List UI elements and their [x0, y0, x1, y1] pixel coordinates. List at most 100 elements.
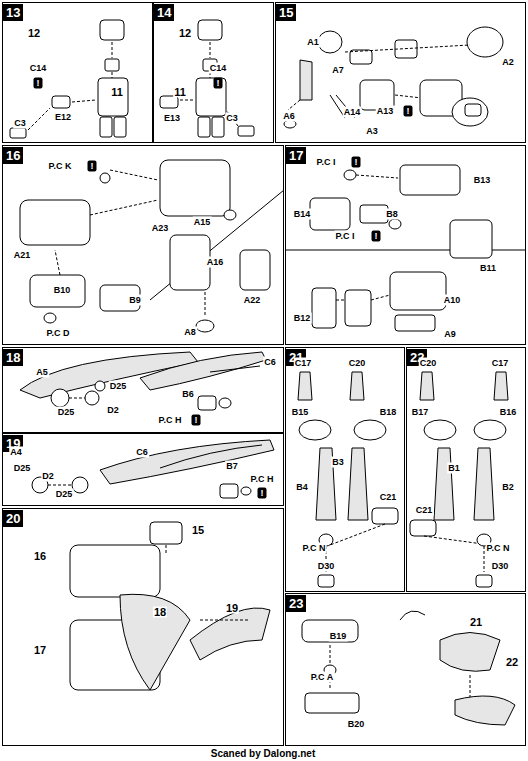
part-outline [434, 448, 454, 520]
part-callout: A16 [206, 257, 225, 268]
part-outline [336, 300, 345, 301]
part-callout: C21 [415, 505, 434, 516]
part-outline [28, 108, 50, 130]
part-outline [474, 448, 494, 520]
step-panel: 15 [275, 2, 526, 143]
part-callout: A21 [13, 250, 32, 261]
part-callout: D30 [491, 561, 510, 572]
part-callout: A10 [443, 295, 462, 306]
part-callout: B2 [501, 482, 515, 493]
part-callout: A1 [306, 37, 320, 48]
part-callout: C3 [225, 113, 239, 124]
part-outline [219, 398, 231, 408]
part-callout: B13 [473, 175, 492, 186]
part-outline [70, 545, 160, 597]
part-outline [470, 675, 471, 700]
part-outline [360, 205, 388, 223]
part-callout: P.C N [302, 543, 327, 554]
part-callout: B10 [53, 285, 72, 296]
part-outline [226, 110, 238, 126]
step-ref-number: 16 [33, 551, 47, 562]
part-callout: A8 [183, 327, 197, 338]
part-outline [196, 78, 226, 116]
part-callout: B16 [499, 407, 518, 418]
step-panel: 16 [2, 145, 284, 345]
part-outline [150, 522, 182, 544]
part-outline [160, 96, 178, 108]
step-ref-number: 17 [33, 645, 47, 656]
step-panel: 23 [285, 593, 526, 746]
part-outline [300, 60, 312, 100]
part-callout: E12 [54, 112, 72, 123]
part-outline [345, 45, 470, 52]
step-ref-number: 21 [469, 617, 483, 628]
part-callout: B9 [128, 295, 142, 306]
part-outline [72, 477, 88, 493]
part-callout: C14 [29, 63, 48, 74]
part-outline [198, 396, 216, 410]
part-outline [114, 117, 126, 137]
part-outline [90, 200, 158, 215]
part-outline [299, 420, 331, 440]
part-callout: C6 [263, 357, 277, 368]
part-callout: D25 [13, 463, 32, 474]
caution-mark: ! [34, 78, 43, 89]
part-callout: D30 [317, 561, 336, 572]
part-outline [198, 20, 222, 40]
part-callout: B12 [293, 313, 312, 324]
part-outline [210, 42, 211, 58]
part-outline [318, 31, 342, 53]
step-ref-number: 11 [110, 87, 124, 98]
step-number: 13 [3, 4, 23, 21]
part-outline [494, 372, 508, 400]
part-outline [30, 275, 85, 307]
part-outline [220, 484, 238, 498]
part-outline [372, 508, 398, 524]
step-ref-number: 18 [153, 607, 167, 618]
part-outline [241, 487, 251, 495]
part-outline [450, 220, 492, 258]
part-callout: B14 [293, 209, 312, 220]
part-outline [190, 608, 270, 660]
caution-mark: ! [404, 106, 413, 117]
caution-mark: ! [192, 415, 201, 426]
step-number: 23 [286, 595, 306, 612]
step-number: 17 [286, 147, 306, 164]
part-callout: P.C D [46, 328, 71, 339]
part-callout: A14 [343, 107, 362, 118]
part-callout: P.C H [250, 474, 275, 485]
part-outline [100, 117, 112, 137]
part-outline [345, 290, 371, 326]
part-outline [400, 165, 460, 195]
part-outline [240, 250, 270, 290]
part-outline [350, 372, 364, 400]
step-panel: 19 [2, 433, 284, 506]
part-callout: D2 [41, 471, 55, 482]
part-outline [298, 372, 312, 400]
part-outline [55, 250, 60, 275]
part-outline [112, 42, 113, 58]
part-callout: A6 [282, 111, 296, 122]
part-callout: D25 [109, 381, 128, 392]
part-outline [305, 693, 359, 713]
part-outline [212, 117, 224, 137]
part-outline [420, 372, 434, 400]
step-number: 18 [3, 349, 23, 366]
part-outline [20, 200, 90, 245]
part-outline [166, 545, 167, 555]
part-callout: D25 [55, 489, 74, 500]
part-callout: B4 [295, 482, 309, 493]
step-ref-number: 11 [173, 87, 187, 98]
part-callout: A5 [35, 367, 49, 378]
part-outline [312, 288, 336, 328]
part-outline [302, 620, 358, 642]
part-callout: A3 [365, 126, 379, 137]
part-outline [390, 272, 446, 310]
part-callout: B15 [291, 407, 310, 418]
part-outline [10, 128, 26, 138]
part-callout: P.C A [310, 672, 335, 683]
step-panel: 18 [2, 347, 284, 433]
part-callout: A13 [376, 106, 395, 117]
part-outline [330, 524, 385, 545]
part-outline [105, 59, 119, 71]
